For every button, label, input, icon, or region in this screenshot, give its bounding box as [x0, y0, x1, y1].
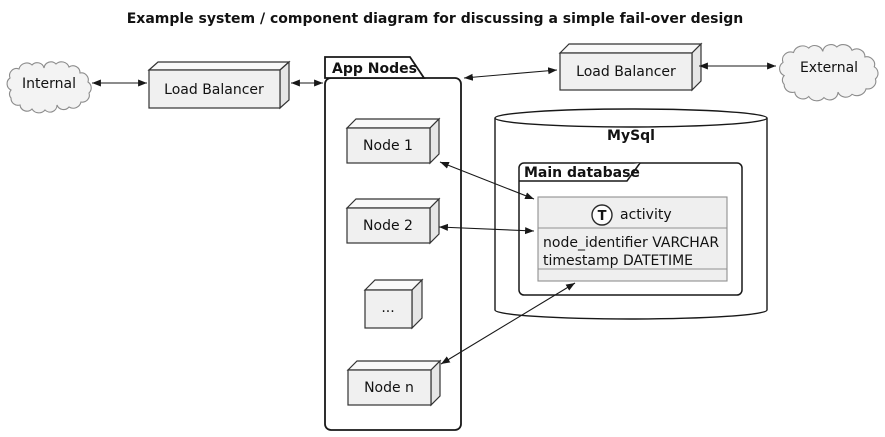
edge-node1-activity — [439, 161, 535, 200]
node-n-label: Node n — [364, 380, 414, 396]
node-side-face — [279, 60, 290, 110]
load-balancer-right-label: Load Balancer — [576, 64, 676, 80]
node-ellipsis: ... — [363, 278, 424, 330]
node-top-face — [346, 360, 442, 371]
node-1-label: Node 1 — [363, 138, 413, 154]
internal-cloud-label: Internal — [22, 76, 76, 92]
node-front-face — [346, 127, 431, 164]
edge-node2-activity — [438, 223, 535, 235]
load-balancer-left: Load Balancer — [147, 60, 291, 110]
activity-table: T activity node_identifier VARCHAR times… — [537, 196, 728, 282]
external-cloud: External — [778, 43, 879, 102]
node-top-face — [558, 43, 703, 54]
database-cylinder-top — [494, 108, 768, 128]
load-balancer-left-label: Load Balancer — [164, 82, 264, 98]
edge-appnodes-lbright — [463, 67, 558, 81]
node-n: Node n — [346, 359, 442, 407]
folder-tab — [324, 56, 426, 79]
diagram-title: Example system / component diagram for d… — [127, 11, 744, 27]
node-top-face — [345, 198, 441, 209]
table-entity-icon — [591, 204, 613, 226]
edge-noden-activity — [440, 282, 576, 365]
node-top-face — [147, 61, 291, 71]
node-front-face — [346, 207, 431, 244]
node-front-face — [364, 289, 413, 329]
mysql-database: MySql Main database T activity node_iden… — [494, 108, 768, 320]
table-body — [537, 196, 728, 282]
app-nodes-label: App Nodes — [332, 61, 417, 77]
node-2-label: Node 2 — [363, 218, 413, 234]
table-field-node-identifier: node_identifier VARCHAR — [543, 235, 719, 251]
table-field-timestamp: timestamp DATETIME — [543, 253, 693, 269]
node-1: Node 1 — [345, 117, 441, 165]
app-nodes-folder: App Nodes Node 1 Node 2 ... Node — [324, 56, 462, 431]
mysql-label: MySql — [607, 128, 655, 144]
node-front-face — [347, 369, 432, 406]
load-balancer-right: Load Balancer — [558, 42, 703, 92]
external-cloud-label: External — [800, 60, 858, 76]
node-top-face — [345, 118, 441, 129]
main-database-frame: Main database T activity node_identifier… — [518, 162, 743, 296]
node-front-face — [148, 69, 281, 109]
node-ellipsis-label: ... — [381, 300, 394, 316]
node-front-face — [559, 52, 693, 91]
edges — [92, 62, 776, 365]
node-side-face — [691, 42, 702, 92]
table-entity-icon-letter: T — [598, 209, 607, 224]
activity-table-title: activity — [620, 207, 672, 223]
frame-tab — [519, 162, 641, 182]
node-2: Node 2 — [345, 197, 441, 245]
main-database-label: Main database — [524, 165, 640, 181]
internal-cloud: Internal — [6, 61, 92, 114]
